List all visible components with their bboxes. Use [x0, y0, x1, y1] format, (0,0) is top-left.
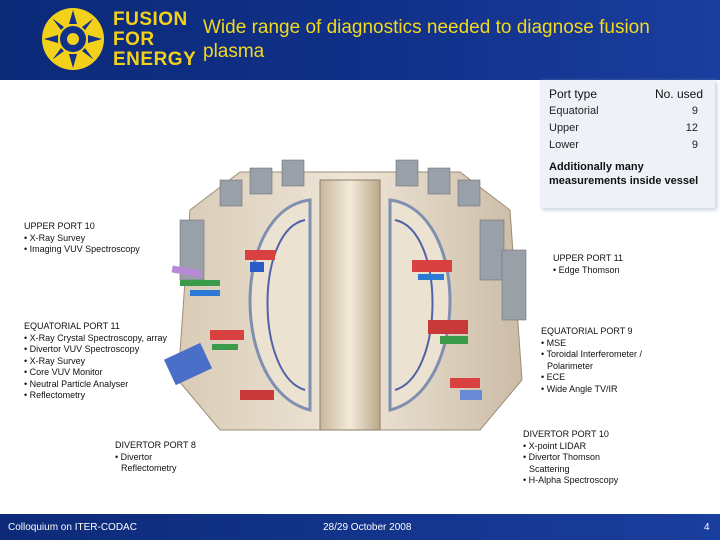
label-upper-port-11: UPPER PORT 11 • Edge Thomson [553, 253, 623, 276]
tokamak-cutaway-illustration [163, 159, 527, 431]
label-item: Scattering [529, 463, 570, 474]
row-count: 9 [691, 105, 698, 117]
label-title: UPPER PORT 11 [553, 253, 624, 263]
footer-event: Colloquium on ITER-CODAC [8, 522, 137, 533]
label-title: UPPER PORT 10 [24, 221, 95, 231]
port-table: Port type No. used Equatorial 9 Upper 12… [540, 80, 715, 208]
fusion-for-energy-logo-icon [42, 8, 104, 70]
label-item: • Wide Angle TV/IR [541, 383, 618, 394]
footer-bar [0, 514, 720, 540]
label-item: • X-point LIDAR [523, 440, 587, 451]
label-item: • X-Ray Survey [24, 232, 86, 243]
label-item: • ECE [541, 372, 566, 382]
row-type: Lower [549, 139, 579, 151]
logo-line-2: FOR [113, 29, 155, 50]
row-count: 9 [691, 139, 698, 151]
label-item: Reflectometry [121, 463, 177, 473]
label-item: • Toroidal Interferometer / [541, 349, 643, 359]
label-upper-port-10: UPPER PORT 10 • X-Ray Survey • Imaging V… [24, 221, 140, 256]
label-item: • Neutral Particle Analyser [24, 378, 129, 389]
label-title: DIVERTOR PORT 8 [115, 440, 196, 450]
label-item: • Edge Thomson [553, 264, 620, 275]
row-type: Equatorial [549, 105, 599, 117]
label-divertor-port-10: DIVERTOR PORT 10 • X-point LIDAR • Diver… [523, 429, 618, 487]
label-item: • Divertor [115, 451, 153, 462]
label-item: • Reflectometry [24, 390, 86, 400]
footer-date: 28/29 October 2008 [323, 522, 412, 533]
label-item: • Divertor VUV Spectroscopy [24, 344, 140, 354]
label-item: • Imaging VUV Spectroscopy [24, 244, 140, 254]
label-divertor-port-8: DIVERTOR PORT 8 • Divertor Reflectometry [115, 440, 196, 475]
col-header-no-used: No. used [654, 87, 703, 101]
label-item: Polarimeter [547, 360, 594, 371]
logo-line-3: ENERGY [113, 49, 197, 70]
table-note: Additionally many measurements inside ve… [549, 161, 699, 187]
label-item: • MSE [541, 337, 567, 348]
logo-text: FUSION FOR ENERGY [113, 10, 196, 70]
page-number: 4 [704, 522, 710, 533]
label-equatorial-port-11: EQUATORIAL PORT 11 • X-Ray Crystal Spect… [24, 321, 167, 402]
col-header-port-type: Port type [549, 87, 598, 101]
label-title: DIVERTOR PORT 10 [523, 429, 609, 439]
label-title: EQUATORIAL PORT 11 [24, 321, 120, 331]
slide-title: Wide range of diagnostics needed to diag… [203, 17, 650, 62]
label-item: • Core VUV Monitor [24, 367, 103, 377]
label-title: EQUATORIAL PORT 9 [541, 326, 633, 336]
logo-line-1: FUSION [113, 9, 188, 30]
row-count: 12 [685, 122, 698, 134]
label-item: • Divertor Thomson [523, 452, 601, 462]
label-item: • X-Ray Survey [24, 355, 86, 366]
row-type: Upper [549, 122, 579, 134]
label-item: • H-Alpha Spectroscopy [523, 475, 619, 485]
header-bar: FUSION FOR ENERGY Wide range of diagnost… [0, 0, 720, 80]
label-equatorial-port-9: EQUATORIAL PORT 9 • MSE • Toroidal Inter… [541, 326, 642, 395]
label-item: • X-Ray Crystal Spectroscopy, array [24, 332, 168, 343]
